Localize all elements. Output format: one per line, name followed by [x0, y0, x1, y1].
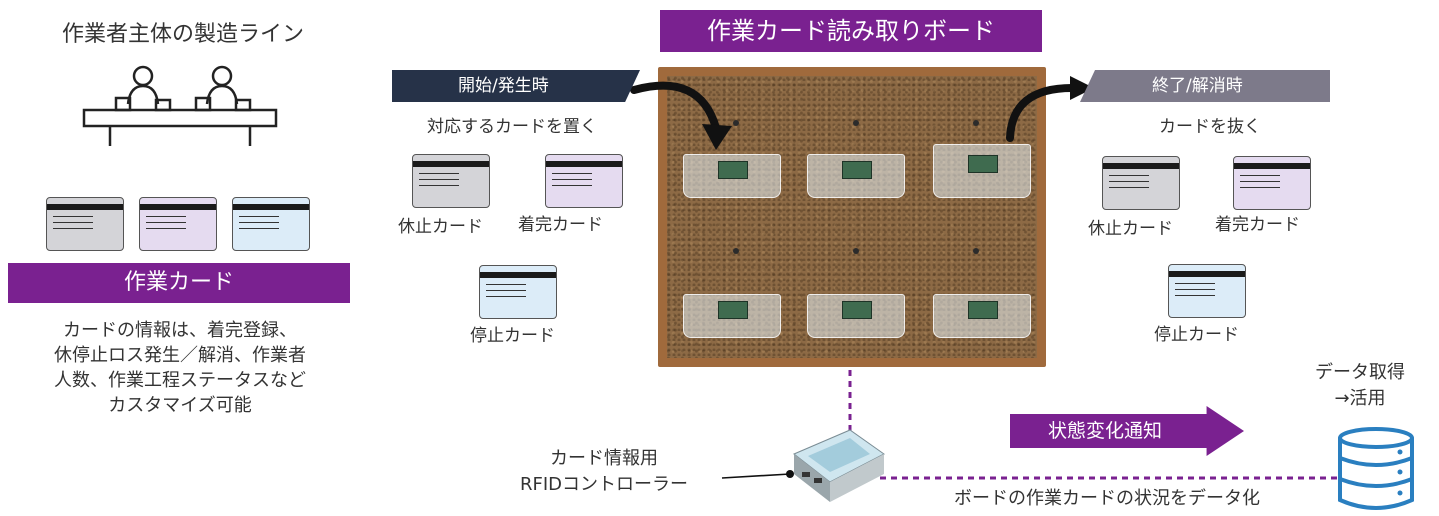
work-card-banner: 作業カード — [8, 263, 350, 303]
stop-card-label: 停止カード — [470, 326, 555, 346]
idle-card-icon — [412, 154, 490, 208]
rfid-controller-label: カード情報用 RFIDコントローラー — [519, 448, 689, 495]
data-acquisition-label: データ取得 →活用 — [1315, 362, 1405, 409]
stop-card-icon — [1168, 264, 1246, 318]
remove-card-instruction: カードを抜く — [1159, 117, 1261, 137]
completion-card-label: 着完カード — [518, 215, 603, 235]
card-reading-board-photo — [658, 67, 1046, 367]
completion-card-icon — [545, 154, 623, 208]
database-icon — [1338, 427, 1414, 510]
line-title: 作業者主体の製造ライン — [61, 22, 304, 47]
idle-card-icon — [1102, 156, 1180, 210]
card-info-description: カードの情報は、着完登録、 休停止ロス発生／解消、作業者 人数、作業工程ステータ… — [54, 320, 306, 416]
idle-card-label: 休止カード — [398, 217, 483, 237]
place-card-arrow-icon — [630, 81, 732, 150]
place-card-instruction: 対応するカードを置く — [427, 117, 597, 137]
stop-card-icon — [479, 265, 557, 319]
board-digitization-caption: ボードの作業カードの状況をデータ化 — [954, 488, 1260, 509]
completion-card-icon — [1233, 156, 1311, 210]
stop-card-icon — [232, 197, 310, 251]
remove-card-arrow-icon — [1006, 76, 1094, 142]
workers-at-desk-icon — [82, 65, 278, 146]
start-banner: 開始/発生時 — [392, 70, 640, 102]
board-title: 作業カード読み取りボード — [660, 10, 1042, 52]
idle-card-label: 休止カード — [1088, 219, 1173, 239]
completion-card-label: 着完カード — [1215, 215, 1300, 235]
rfid-controller-icon — [793, 429, 885, 502]
stop-card-label: 停止カード — [1154, 325, 1239, 345]
end-banner: 終了/解消時 — [1080, 70, 1330, 102]
completion-card-icon — [139, 197, 217, 251]
idle-card-icon — [46, 197, 124, 251]
status-change-notification-arrow: 状態変化通知 — [1010, 406, 1244, 456]
